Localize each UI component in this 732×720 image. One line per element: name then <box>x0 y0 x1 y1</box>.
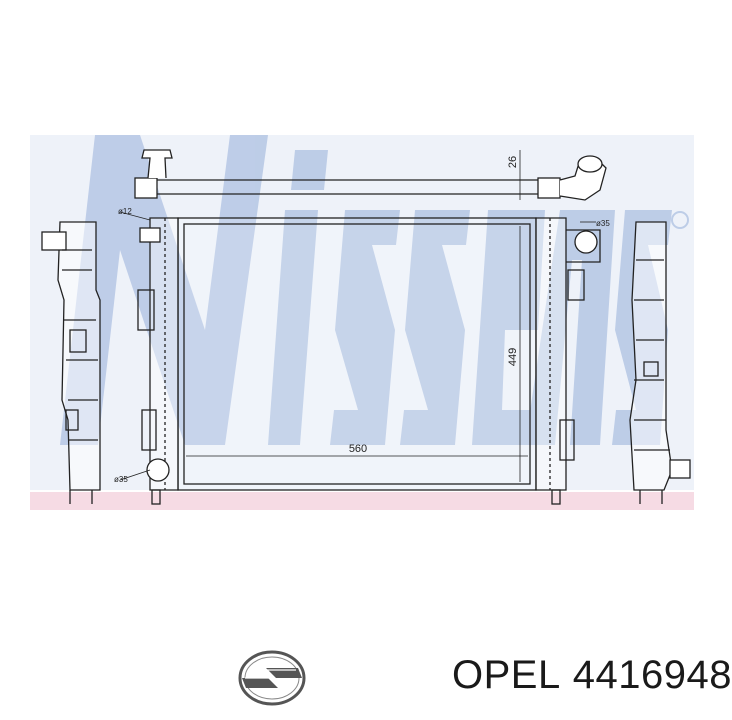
top-left-inlet-diameter-label: ø12 <box>118 207 132 216</box>
top-right-inlet-diameter-label: ø35 <box>596 219 610 228</box>
top-tank-side-view <box>134 149 607 201</box>
bottom-left-outlet-diameter-label: ø35 <box>114 475 128 484</box>
thickness-dimension-label: 26 <box>507 156 519 168</box>
width-dimension-label: 560 <box>349 443 367 455</box>
left-side-view <box>41 221 101 504</box>
product-part-number: 4416948 <box>572 653 732 697</box>
watermark-pink-band <box>30 492 694 510</box>
height-dimension-label: 449 <box>507 348 519 366</box>
right-side-view <box>629 221 691 504</box>
core-dimension-lines <box>119 211 596 482</box>
opel-logo-icon <box>238 650 306 706</box>
product-brand: OPEL <box>452 653 561 697</box>
radiator-lines <box>41 149 691 505</box>
radiator-core <box>137 217 601 505</box>
